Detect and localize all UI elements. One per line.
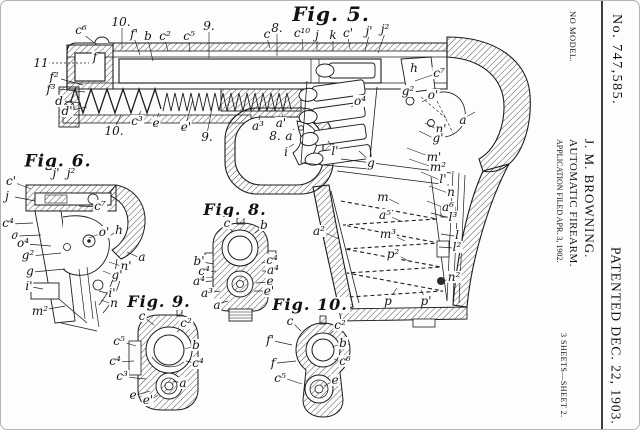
fig6-drawing [25,184,146,332]
no-model-note: NO MODEL. [567,11,578,63]
fig5-drawing [58,36,531,328]
patent-number: No. 747,585. [609,14,625,106]
sheet-number: 3 SHEETS—SHEET 2. [559,333,569,418]
inventor-block: J. M. BROWNING. AUTOMATIC FIREARM. APPLI… [553,139,598,267]
fig9-drawing [128,307,199,411]
fig8-drawing [204,215,277,322]
application-note: APPLICATION FILED APR. 3, 1902. [555,139,565,263]
invention-title: AUTOMATIC FIREARM. [566,139,579,267]
inventor-name: J. M. BROWNING. [581,139,597,259]
patent-drawing [10,26,531,418]
fig10-drawing [295,315,351,418]
patented-date: PATENTED DEC. 22, 1903. [608,247,624,425]
margin-separator-line [601,1,603,429]
leader-lines [10,26,476,401]
